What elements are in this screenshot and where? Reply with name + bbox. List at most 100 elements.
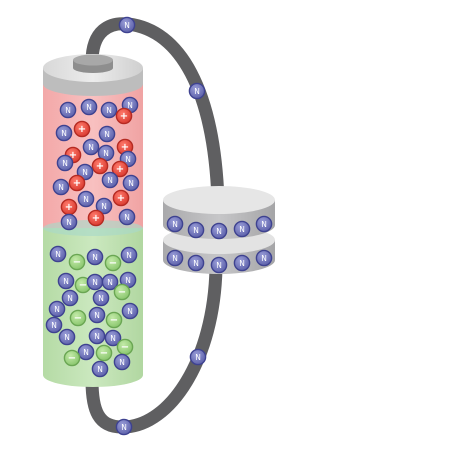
neutron-particle: N xyxy=(56,154,74,172)
neutron-particle: N xyxy=(113,353,131,371)
positive-particle-label: + xyxy=(121,142,129,153)
negative-particle: − xyxy=(68,253,86,271)
negative-particle: − xyxy=(63,349,81,367)
negative-particle-label: − xyxy=(121,342,129,353)
neutron-particle-label: N xyxy=(110,334,116,343)
neutron-particle: N xyxy=(59,101,77,119)
negative-particle-label: − xyxy=(110,315,118,326)
neutron-particle-label: N xyxy=(94,332,100,341)
neutron-particle-label: N xyxy=(124,213,130,222)
negative-particle-label: − xyxy=(74,313,82,324)
neutron-particle-label: N xyxy=(98,294,104,303)
positive-particle-label: + xyxy=(78,124,86,135)
negative-particle-label: − xyxy=(73,257,81,268)
positive-particle-label: + xyxy=(120,111,128,122)
neutron-particle-label: N xyxy=(126,251,132,260)
neutron-particle-label: N xyxy=(125,276,131,285)
lower-disk-neutron-particle: N xyxy=(233,254,251,272)
neutron-particle-label: N xyxy=(51,321,57,330)
neutron-particle: N xyxy=(88,306,106,324)
wire-top xyxy=(85,17,225,207)
neutron-particle: N xyxy=(122,174,140,192)
neutron-particle-label: N xyxy=(127,101,133,110)
wire-bottom xyxy=(85,261,223,434)
wire-neutron-particle: N xyxy=(115,418,133,436)
neutron-particle-label: N xyxy=(82,168,88,177)
neutron-particle: N xyxy=(48,300,66,318)
neutron-particle-label: N xyxy=(61,129,67,138)
neutron-particle: N xyxy=(55,124,73,142)
positive-particle: + xyxy=(112,189,130,207)
neutron-particle: N xyxy=(101,273,119,291)
neutron-particle: N xyxy=(82,138,100,156)
positive-particle: + xyxy=(111,160,129,178)
neutron-particle-label: N xyxy=(119,358,125,367)
neutron-particle: N xyxy=(52,178,70,196)
neutron-particle-label: N xyxy=(97,365,103,374)
neutron-particle: N xyxy=(101,171,119,189)
neutron-particle: N xyxy=(58,328,76,346)
negative-particle: − xyxy=(116,338,134,356)
neutron-particle-label: N xyxy=(55,250,61,259)
neutron-particle-label: N xyxy=(106,106,112,115)
neutron-particle: N xyxy=(60,213,78,231)
neutron-particle-label: N xyxy=(62,159,68,168)
neutron-particle-label: N xyxy=(128,179,134,188)
positive-particle-label: + xyxy=(65,202,73,213)
neutron-particle: N xyxy=(86,273,104,291)
neutron-particle: N xyxy=(76,163,94,181)
upper-disk-neutron-particle: N xyxy=(166,215,184,233)
upper-disk-neutron-particle-label: N xyxy=(172,220,178,229)
upper-disk-neutron-particle-label: N xyxy=(193,226,199,235)
neutron-particle: N xyxy=(77,190,95,208)
wire-neutron-particle-label: N xyxy=(124,21,130,30)
neutron-particle: N xyxy=(118,208,136,226)
neutron-particle: N xyxy=(45,316,63,334)
neutron-particle-label: N xyxy=(58,183,64,192)
lower-disk-neutron-particle-label: N xyxy=(261,254,267,263)
positive-particle: + xyxy=(87,209,105,227)
negative-particle: − xyxy=(105,311,123,329)
neutron-particle: N xyxy=(92,289,110,307)
wire-neutron-particle: N xyxy=(189,348,207,366)
neutron-particle: N xyxy=(121,302,139,320)
neutron-particle-label: N xyxy=(66,218,72,227)
negative-particle-label: − xyxy=(118,287,126,298)
neutron-particle-label: N xyxy=(86,103,92,112)
positive-particle-label: + xyxy=(92,213,100,224)
wire-neutron-particle-label: N xyxy=(121,423,127,432)
neutron-particle: N xyxy=(49,245,67,263)
neutron-particle: N xyxy=(86,248,104,266)
neutron-particle-label: N xyxy=(107,278,113,287)
neutron-particle-label: N xyxy=(64,333,70,342)
lower-disk-neutron-particle-label: N xyxy=(172,254,178,263)
lower-disk-neutron-particle-label: N xyxy=(193,259,199,268)
neutron-particle-label: N xyxy=(83,348,89,357)
positive-particle-label: + xyxy=(116,164,124,175)
neutron-particle-label: N xyxy=(65,106,71,115)
neutron-particle-label: N xyxy=(54,305,60,314)
positive-particle-label: + xyxy=(73,178,81,189)
neutron-particle-label: N xyxy=(101,202,107,211)
neutron-particle-label: N xyxy=(83,195,89,204)
wire-neutron-particle-label: N xyxy=(194,87,200,96)
neutron-particle-label: N xyxy=(103,149,109,158)
neutron-particle-label: N xyxy=(67,294,73,303)
neutron-particle-label: N xyxy=(88,143,94,152)
neutron-particle: N xyxy=(57,272,75,290)
upper-disk-neutron-particle-label: N xyxy=(239,225,245,234)
neutron-particle: N xyxy=(88,327,106,345)
neutron-particle: N xyxy=(91,360,109,378)
positive-particle-label: + xyxy=(117,193,125,204)
upper-disk-neutron-particle-label: N xyxy=(216,227,222,236)
negative-particle: − xyxy=(104,254,122,272)
neutron-particle-label: N xyxy=(125,155,131,164)
neutron-particle: N xyxy=(100,101,118,119)
wire-neutron-particle: N xyxy=(188,82,206,100)
positive-particle: + xyxy=(60,198,78,216)
positive-particle: + xyxy=(115,107,133,125)
neutron-particle-label: N xyxy=(92,253,98,262)
upper-disk-neutron-particle: N xyxy=(187,221,205,239)
neutron-particle: N xyxy=(77,343,95,361)
